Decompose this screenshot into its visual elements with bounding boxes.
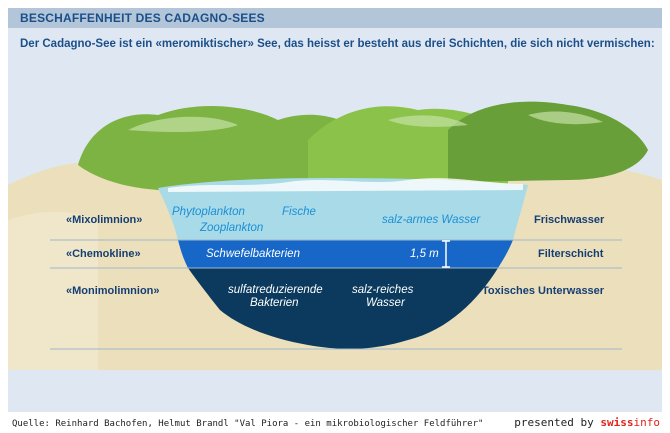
label-filterschicht: Filterschicht: [538, 248, 604, 260]
label-salz-reiches: salz-reiches: [352, 284, 414, 296]
bottom-water-layer: [188, 268, 498, 349]
top-water-layer: [158, 178, 528, 240]
label-sulfatreduzierende: sulfatreduzierende: [228, 284, 323, 296]
presented-by: presented by swissinfo: [514, 416, 660, 429]
label-mixolimnion: «Mixolimnion»: [66, 214, 143, 226]
brand-swiss[interactable]: swiss: [600, 416, 634, 429]
grass-highlight: [128, 111, 603, 133]
presented-by-text: presented by: [514, 416, 601, 429]
label-wasser: Wasser: [366, 297, 405, 309]
label-monimolimnion: «Monimolimnion»: [66, 285, 160, 297]
middle-water-layer: [178, 240, 513, 268]
label-phytoplankton: Phytoplankton: [172, 206, 245, 218]
label-chemokline: «Chemokline»: [66, 248, 141, 260]
lake-cross-section: [8, 101, 662, 370]
source-citation: Quelle: Reinhard Bachofen, Helmut Brandl…: [12, 419, 484, 429]
brand-info[interactable]: info: [633, 416, 661, 429]
subtitle: Der Cadagno-See ist ein «meromiktischer»…: [20, 38, 655, 50]
label-frischwasser: Frischwasser: [534, 214, 605, 226]
water-surface: [168, 178, 523, 192]
label-depth: 1,5 m: [410, 248, 439, 260]
label-schwefelbakterien: Schwefelbakterien: [206, 248, 300, 260]
sand-bank-light: [8, 211, 98, 370]
label-toxisches-unterwasser: Toxisches Unterwasser: [482, 285, 605, 297]
label-bakterien: Bakterien: [250, 297, 299, 309]
label-salz-armes-wasser: salz-armes Wasser: [382, 214, 481, 226]
label-fische: Fische: [282, 206, 316, 218]
title-bar: [8, 8, 662, 28]
label-zooplankton: Zooplankton: [200, 222, 264, 234]
page-title: BESCHAFFENHEIT DES CADAGNO-SEES: [20, 11, 265, 25]
